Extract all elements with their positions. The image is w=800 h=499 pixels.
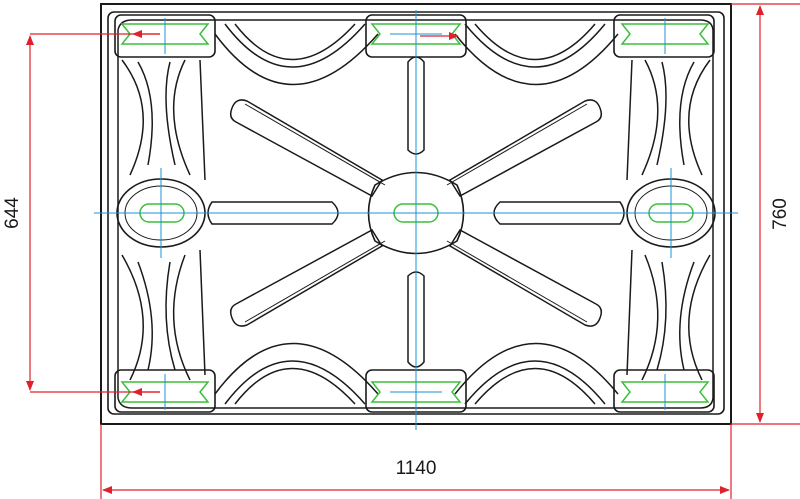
outer-rib-frame: [117, 19, 714, 409]
side-ribs-right: [626, 59, 711, 381]
side-ribs-left: [121, 59, 206, 381]
centerlines: [94, 10, 738, 430]
bottom-arches: [214, 342, 619, 405]
center-hub: [367, 171, 465, 255]
inner-height-dimension-label: 644: [2, 197, 23, 229]
width-dimension-label: 1140: [396, 458, 437, 479]
spokes: [207, 56, 625, 368]
top-arches: [214, 23, 619, 86]
dimension-lines: [26, 3, 800, 499]
height-dimension-label: 760: [770, 198, 791, 230]
